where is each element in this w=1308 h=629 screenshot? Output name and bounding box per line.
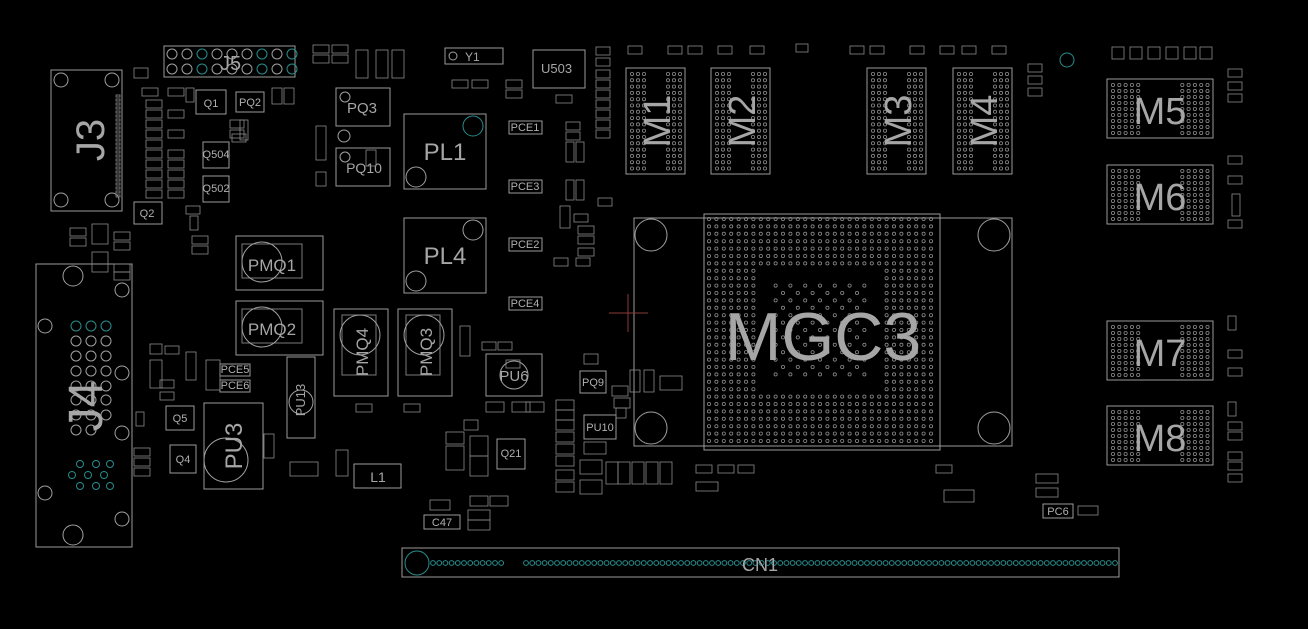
j4-label: J4: [60, 381, 113, 432]
mounting-hole: [1059, 52, 1075, 68]
inductor-l1[interactable]: L1: [353, 463, 402, 489]
transistor-q504[interactable]: Q504: [202, 141, 230, 169]
regulator-pu10[interactable]: PU10: [583, 414, 617, 440]
memory-m3[interactable]: M3: [866, 67, 927, 175]
cap-pce4[interactable]: PCE4: [508, 296, 543, 311]
memory-m6[interactable]: M6: [1106, 164, 1214, 225]
pce2-label: PCE2: [511, 239, 540, 251]
m7-label: M7: [1134, 333, 1187, 375]
q5-label: Q5: [173, 413, 188, 425]
module-pmq3[interactable]: PMQ3: [397, 308, 453, 397]
m8-label: M8: [1134, 418, 1187, 460]
cap-pce3[interactable]: PCE3: [508, 179, 543, 194]
pu13-label: PU13: [293, 384, 308, 417]
transistor-q4[interactable]: Q4: [169, 444, 197, 474]
connector-j3[interactable]: J3: [50, 69, 123, 212]
cap-pce1[interactable]: PCE1: [508, 120, 543, 135]
header-j5[interactable]: J5: [163, 45, 298, 78]
transistor-q1[interactable]: Q1: [195, 89, 227, 115]
mosfet-pq3[interactable]: PQ3: [335, 87, 391, 143]
m1-label: M1: [637, 95, 679, 148]
transistor-q2[interactable]: Q2: [133, 201, 163, 225]
pce5-label: PCE5: [221, 364, 250, 376]
cap-pce2[interactable]: PCE2: [508, 237, 543, 252]
pq2-label: PQ2: [239, 97, 261, 109]
transistor-q21[interactable]: Q21: [496, 438, 526, 470]
m5-label: M5: [1134, 91, 1187, 133]
origin-cross-marker: [609, 294, 648, 332]
j3-label: J3: [69, 119, 113, 161]
transistor-q5[interactable]: Q5: [165, 405, 195, 431]
q504-label: Q504: [203, 149, 230, 161]
pmq2-label: PMQ2: [248, 320, 296, 339]
cap-c47[interactable]: C47: [423, 514, 461, 530]
module-pmq2[interactable]: PMQ2: [235, 300, 324, 356]
m4-label: M4: [964, 95, 1006, 148]
mgc3-label: MGC3: [725, 299, 921, 375]
q2-label: Q2: [140, 208, 155, 220]
memory-m5[interactable]: M5: [1106, 78, 1214, 139]
pmq4-label: PMQ4: [353, 328, 372, 376]
memory-m8[interactable]: M8: [1106, 405, 1214, 466]
l1-label: L1: [370, 469, 386, 485]
pmq3-label: PMQ3: [417, 328, 436, 376]
pu6-label: PU6: [499, 368, 528, 385]
memory-m1[interactable]: M1: [625, 67, 686, 175]
memory-m2[interactable]: M2: [710, 67, 771, 175]
transistor-q502[interactable]: Q502: [202, 175, 230, 203]
mosfet-pq10[interactable]: PQ10: [335, 147, 391, 187]
regulator-pu3[interactable]: PU3: [203, 402, 264, 490]
u503-label: U503: [541, 61, 572, 76]
inductor-pl1[interactable]: PL1: [403, 113, 487, 190]
pce3-label: PCE3: [511, 181, 540, 193]
q502-label: Q502: [203, 183, 230, 195]
m6-label: M6: [1134, 177, 1187, 219]
crystal-y1[interactable]: Y1: [444, 47, 504, 65]
pq9-label: PQ9: [582, 377, 604, 389]
m2-label: M2: [722, 95, 764, 148]
pu3-label: PU3: [221, 423, 248, 470]
q4-label: Q4: [176, 454, 191, 466]
pq3-label: PQ3: [347, 100, 377, 117]
module-pmq1[interactable]: PMQ1: [235, 235, 324, 291]
regulator-pu6[interactable]: PU6: [485, 353, 543, 397]
edge-connector-cn1[interactable]: CN1: [401, 547, 1120, 578]
pl1-label: PL1: [424, 139, 467, 166]
soc-mgc3[interactable]: MGC3: [633, 213, 1013, 451]
module-pmq4[interactable]: PMQ4: [333, 308, 389, 397]
cn1-label: CN1: [742, 555, 778, 575]
connector-j4[interactable]: J4: [35, 263, 133, 548]
pce6-label: PCE6: [221, 380, 250, 392]
memory-m7[interactable]: M7: [1106, 320, 1214, 381]
pu10-label: PU10: [586, 422, 614, 434]
mosfet-pq9[interactable]: PQ9: [579, 370, 607, 394]
y1-label: Y1: [465, 50, 480, 64]
memory-m4[interactable]: M4: [952, 67, 1013, 175]
pl4-label: PL4: [424, 243, 467, 270]
q1-label: Q1: [204, 98, 219, 110]
cap-pc6[interactable]: PC6: [1042, 503, 1074, 519]
smd-passives: [69, 43, 1243, 531]
regulator-pu13[interactable]: PU13: [286, 356, 316, 439]
c47-label: C47: [432, 517, 452, 529]
pce4-label: PCE4: [511, 298, 540, 310]
ic-u503[interactable]: U503: [532, 49, 586, 89]
j5-label: J5: [220, 53, 241, 75]
inductor-pl4[interactable]: PL4: [403, 217, 487, 294]
transistor-pq2[interactable]: PQ2: [235, 91, 265, 113]
pq10-label: PQ10: [346, 160, 382, 176]
pce1-label: PCE1: [511, 122, 540, 134]
q21-label: Q21: [501, 448, 522, 460]
cap-pce5[interactable]: PCE5: [219, 363, 251, 377]
pc6-label: PC6: [1047, 506, 1068, 518]
cap-pce6[interactable]: PCE6: [219, 379, 251, 393]
pmq1-label: PMQ1: [248, 256, 296, 275]
m3-label: M3: [878, 95, 920, 148]
